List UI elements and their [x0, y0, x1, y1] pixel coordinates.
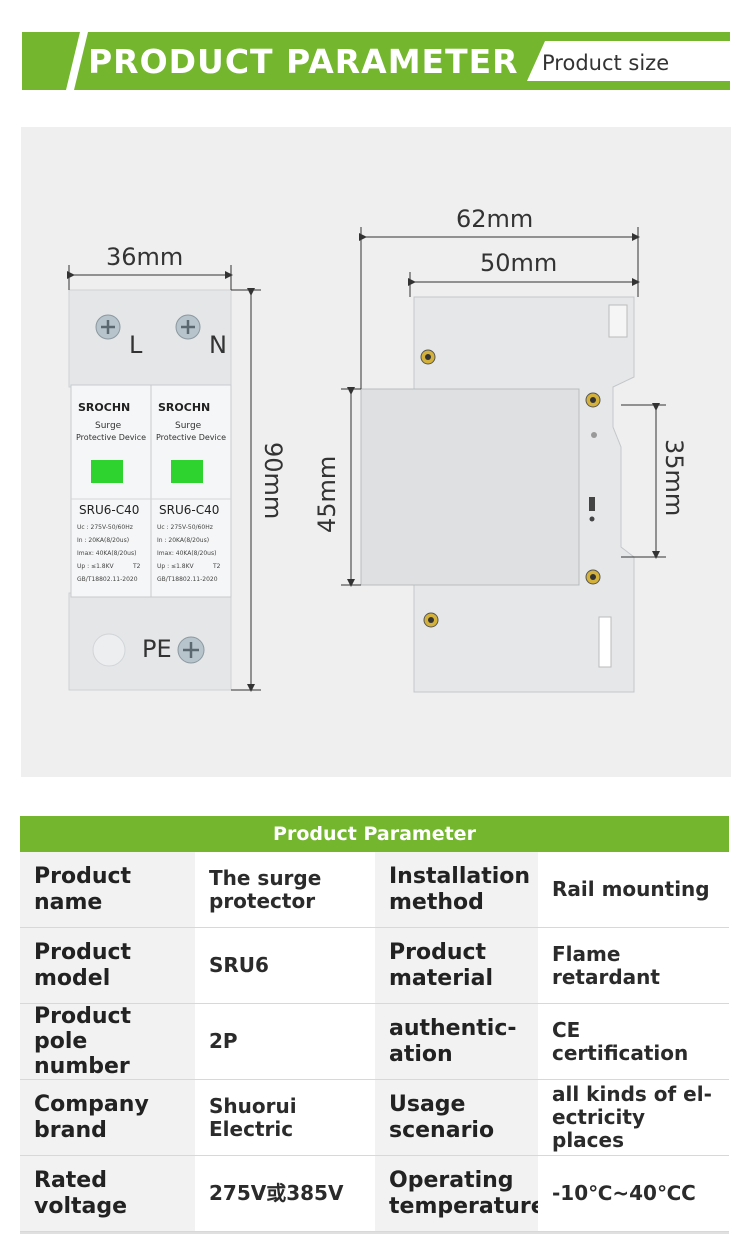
standard-b: GB/T18802.11-2020 [157, 576, 218, 583]
cell-text: Installation method [389, 864, 531, 915]
spec-in-b: In : 20KA(8/20us) [157, 537, 209, 544]
cell-text: Usage scenario [389, 1092, 495, 1143]
param-label: Operating temperature [375, 1156, 546, 1231]
side-height-label: 45mm [313, 456, 341, 533]
cell-text: Product model [34, 940, 132, 991]
side-inner-dimension [408, 272, 640, 297]
cell-text: Company brand [34, 1092, 149, 1143]
model-label-b: SRU6-C40 [159, 503, 219, 517]
param-value: Shuorui Electric [195, 1080, 375, 1155]
banner-title: PRODUCT PARAMETER [88, 42, 519, 81]
device-line1-b: Surge [175, 421, 202, 431]
side-height-dimension [341, 387, 361, 587]
spec-imax-a: Imax: 40KA(8/20us) [77, 550, 136, 557]
device-line2-a: Protective Device [76, 433, 146, 442]
banner-subtitle-box [527, 41, 730, 81]
spec-class-a: T2 [132, 563, 141, 570]
param-label: Product model [20, 928, 195, 1003]
standard-a: GB/T18802.11-2020 [77, 576, 138, 583]
cell-text: Product pole number [34, 1003, 132, 1080]
side-total-label: 62mm [456, 205, 533, 233]
terminal-l-label: L [129, 331, 143, 359]
side-view-device [360, 296, 635, 693]
cell-text: all kinds of el- ectricity places [552, 1082, 712, 1152]
brand-label-b: SROCHN [158, 401, 210, 414]
spec-up-b: Up : ≤1.8KV [157, 563, 195, 570]
header-banner: PRODUCT PARAMETER Product size [22, 32, 730, 90]
table-row: Product pole number 2P authentic- ation … [20, 1004, 729, 1080]
table-row: Product model SRU6 Product material Flam… [20, 928, 729, 1004]
param-label: Rated voltage [20, 1156, 195, 1231]
cell-text: The surge protector [209, 865, 322, 913]
table-row: Company brand Shuorui Electric Usage sce… [20, 1080, 729, 1156]
model-label-a: SRU6-C40 [79, 503, 139, 517]
spec-uc-b: Uc : 275V-50/60Hz [157, 524, 213, 531]
side-inner-label: 50mm [480, 249, 557, 277]
brand-label-a: SROCHN [78, 401, 130, 414]
device-line1-a: Surge [95, 421, 122, 431]
front-height-dimension [231, 288, 261, 692]
cell-text: Product material [389, 940, 493, 991]
table-bottom-rule [20, 1232, 729, 1234]
terminal-pe-label: PE [142, 635, 172, 663]
cell-text: Rated voltage [34, 1168, 128, 1219]
param-value: CE certification [538, 1004, 729, 1079]
spec-imax-b: Imax: 40KA(8/20us) [157, 550, 216, 557]
cell-text: Operating temperature [389, 1168, 546, 1219]
device-line2-b: Protective Device [156, 433, 226, 442]
param-value: all kinds of el- ectricity places [538, 1080, 729, 1155]
table-row: Rated voltage 275V或385V Operating temper… [20, 1156, 729, 1232]
rail-dimension [621, 403, 666, 559]
dimension-drawing: L N PE SROCHN SROCHN Surge Surge Protect… [67, 205, 688, 693]
rail-label: 35mm [660, 439, 688, 516]
param-label: Product name [20, 852, 195, 927]
front-view-device [68, 289, 232, 691]
banner-subtitle: Product size [542, 51, 670, 75]
cell-text: CE certification [552, 1017, 689, 1065]
spec-uc-a: Uc : 275V-50/60Hz [77, 524, 133, 531]
param-label: Usage scenario [375, 1080, 538, 1155]
cell-text: Shuorui Electric [209, 1093, 297, 1141]
param-label: Product material [375, 928, 538, 1003]
front-height-label: 90mm [259, 442, 287, 519]
param-label: Product pole number [20, 1004, 195, 1079]
param-value: 2P [195, 1004, 375, 1079]
cell-text: Flame retardant [552, 941, 660, 989]
param-value: -10℃~40℃C [538, 1156, 729, 1231]
param-value: Rail mounting [538, 852, 729, 927]
param-label: Installation method [375, 852, 538, 927]
spec-up-a: Up : ≤1.8KV [77, 563, 115, 570]
table-row: Product name The surge protector Install… [20, 852, 729, 928]
cell-text: Product name [34, 864, 132, 915]
param-label: authentic- ation [375, 1004, 538, 1079]
terminal-n-label: N [209, 331, 227, 359]
param-value: Flame retardant [538, 928, 729, 1003]
front-width-dimension [67, 265, 233, 290]
spec-class-b: T2 [212, 563, 221, 570]
param-value: SRU6 [195, 928, 375, 1003]
param-value: The surge protector [195, 852, 375, 927]
spec-in-a: In : 20KA(8/20us) [77, 537, 129, 544]
product-dimension-photo: L N PE SROCHN SROCHN Surge Surge Protect… [21, 127, 731, 777]
param-value: 275V或385V [195, 1156, 375, 1231]
front-width-label: 36mm [106, 243, 183, 271]
parameter-table-header: Product Parameter [20, 816, 729, 852]
parameter-table: Product Parameter Product name The surge… [20, 816, 729, 1232]
cell-text: authentic- ation [389, 1016, 517, 1067]
param-label: Company brand [20, 1080, 195, 1155]
